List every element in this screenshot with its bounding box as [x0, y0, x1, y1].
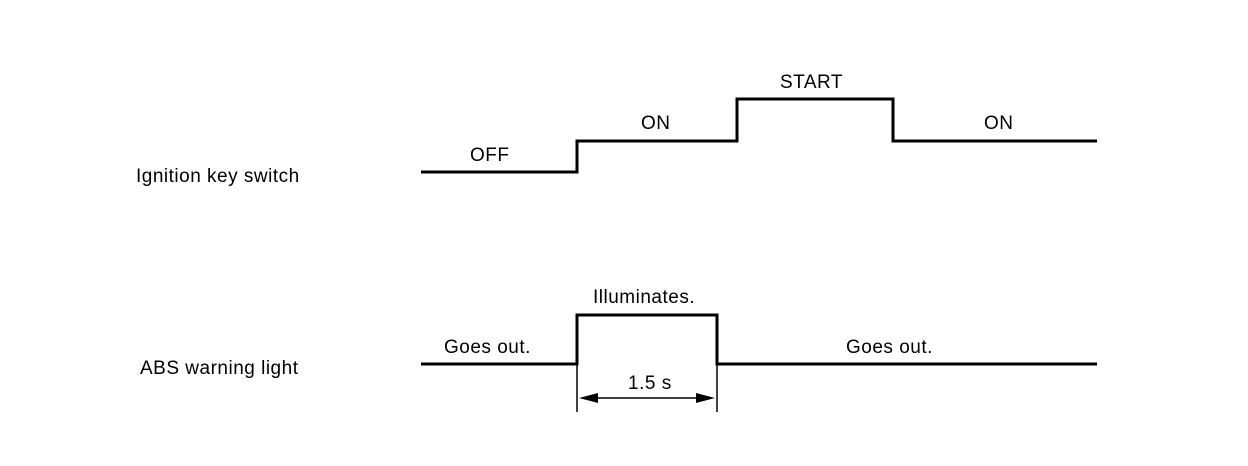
- abs-state-goes-out-2: Goes out.: [846, 337, 933, 358]
- abs-waveform: [421, 313, 1097, 366]
- abs-warning-light-label: ABS warning light: [140, 358, 299, 379]
- ignition-waveform: [421, 97, 1097, 174]
- ignition-state-off: OFF: [470, 145, 510, 166]
- ignition-state-on-1: ON: [641, 113, 671, 134]
- abs-state-goes-out-1: Goes out.: [444, 337, 531, 358]
- duration-arrow-left: [579, 393, 598, 403]
- abs-state-illuminates: Illuminates.: [593, 287, 695, 308]
- ignition-state-start: START: [780, 72, 843, 93]
- duration-arrow-right: [696, 393, 715, 403]
- duration-label: 1.5 s: [628, 373, 672, 394]
- ignition-key-switch-label: Ignition key switch: [136, 166, 300, 187]
- ignition-state-on-2: ON: [984, 113, 1014, 134]
